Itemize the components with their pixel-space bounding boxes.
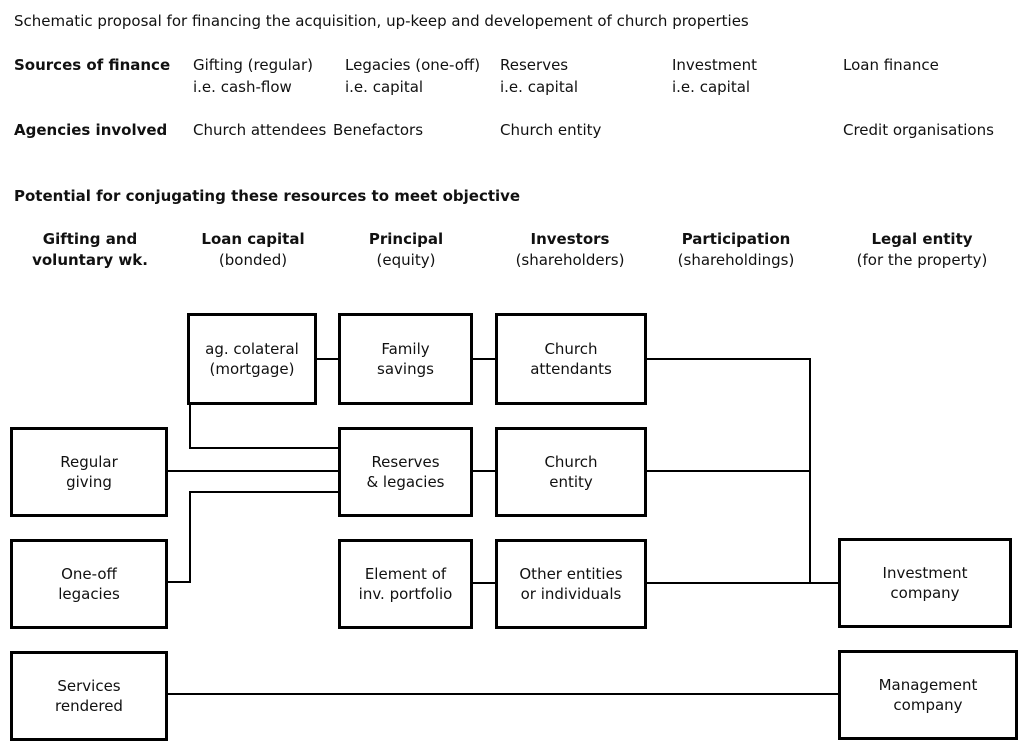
column-header-subtitle: (equity) bbox=[376, 251, 436, 269]
agency-church-entity: Church entity bbox=[500, 121, 602, 139]
box-regular-giving: Regular giving bbox=[10, 427, 168, 517]
box-family-savings: Family savings bbox=[338, 313, 473, 405]
source-reserves: Reserves bbox=[500, 56, 569, 74]
connector-oneoff-reserves-vertical bbox=[189, 491, 191, 583]
connector-agcolateral-familysavings bbox=[317, 358, 338, 360]
column-header-title: Principal bbox=[368, 230, 444, 248]
connector-element-otherentities bbox=[473, 582, 495, 584]
column-header-gifting: Gifting and voluntary wk. bbox=[2, 229, 178, 271]
column-header-investors: Investors (shareholders) bbox=[482, 229, 658, 271]
box-investment-company: Investment company bbox=[838, 538, 1012, 628]
box-services-rendered: Services rendered bbox=[10, 651, 168, 741]
agencies-involved-label: Agencies involved bbox=[14, 121, 168, 139]
agency-benefactors: Benefactors bbox=[333, 121, 424, 139]
box-management-company: Management company bbox=[838, 650, 1018, 740]
connector-oneoff-stub bbox=[168, 581, 191, 583]
source-gifting: Gifting (regular) bbox=[193, 56, 313, 74]
column-header-principal: Principal (equity) bbox=[318, 229, 494, 271]
connector-churchentity-right bbox=[647, 470, 811, 472]
column-header-subtitle: (shareholders) bbox=[515, 251, 625, 269]
box-church-entity: Church entity bbox=[495, 427, 647, 517]
agency-church-attendees: Church attendees bbox=[193, 121, 327, 139]
column-header-participation: Participation (shareholdings) bbox=[648, 229, 824, 271]
box-church-attendants: Church attendants bbox=[495, 313, 647, 405]
source-legacies: Legacies (one-off) bbox=[345, 56, 481, 74]
source-reserves-note: i.e. capital bbox=[500, 78, 579, 96]
column-header-subtitle: (shareholdings) bbox=[677, 251, 795, 269]
column-header-title: Loan capital bbox=[201, 230, 305, 248]
connector-familysavings-attendants bbox=[473, 358, 495, 360]
connector-attendants-right bbox=[647, 358, 811, 360]
box-one-off-legacies: One-off legacies bbox=[10, 539, 168, 629]
box-reserves-legacies: Reserves & legacies bbox=[338, 427, 473, 517]
connector-oneoff-reserves-horizontal bbox=[189, 491, 338, 493]
box-ag-colateral: ag. colateral (mortgage) bbox=[187, 313, 317, 405]
column-header-subtitle: (for the property) bbox=[856, 251, 988, 269]
connector-otherentities-investment bbox=[647, 582, 838, 584]
column-header-subtitle: (bonded) bbox=[218, 251, 288, 269]
source-gifting-note: i.e. cash-flow bbox=[193, 78, 292, 96]
column-header-title: Investors bbox=[530, 230, 610, 248]
agency-credit-organisations: Credit organisations bbox=[843, 121, 994, 139]
source-investment-note: i.e. capital bbox=[672, 78, 751, 96]
column-header-title: Participation bbox=[681, 230, 791, 248]
connector-regulargiving-reserves bbox=[168, 470, 338, 472]
connector-right-vertical-bus bbox=[809, 358, 811, 584]
column-header-subtitle: voluntary wk. bbox=[32, 251, 148, 269]
connector-reserves-churchentity bbox=[473, 470, 495, 472]
source-investment: Investment bbox=[672, 56, 757, 74]
connector-agcolateral-reserves bbox=[189, 447, 338, 449]
box-other-entities: Other entities or individuals bbox=[495, 539, 647, 629]
section-heading: Potential for conjugating these resource… bbox=[14, 187, 521, 205]
box-element-inv-portfolio: Element of inv. portfolio bbox=[338, 539, 473, 629]
connector-agcolateral-down bbox=[189, 405, 191, 449]
column-header-title: Legal entity bbox=[871, 230, 973, 248]
column-header-loan-capital: Loan capital (bonded) bbox=[165, 229, 341, 271]
column-header-legal-entity: Legal entity (for the property) bbox=[834, 229, 1010, 271]
source-legacies-note: i.e. capital bbox=[345, 78, 424, 96]
source-loan-finance: Loan finance bbox=[843, 56, 939, 74]
sources-of-finance-label: Sources of finance bbox=[14, 56, 171, 74]
page-title: Schematic proposal for financing the acq… bbox=[14, 12, 749, 30]
column-header-title: Gifting and bbox=[42, 230, 138, 248]
connector-services-management bbox=[168, 693, 838, 695]
